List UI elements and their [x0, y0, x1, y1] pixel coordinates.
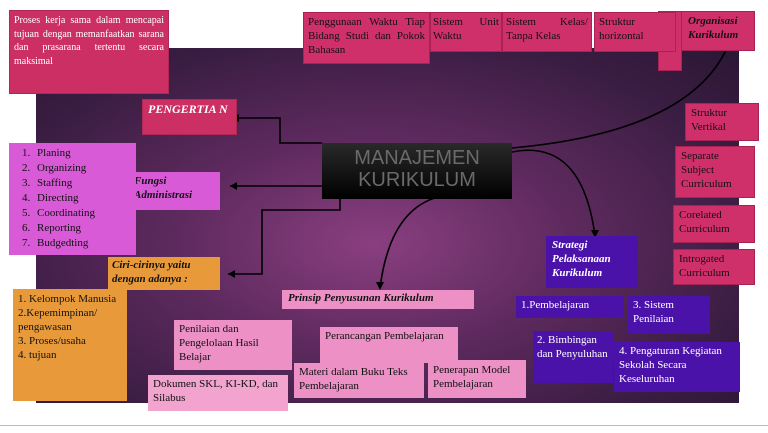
pengertian-definition: Proses kerja sama dalam mencapai tujuan …	[9, 10, 169, 94]
organisasi-item-penggunaan: Penggunaan Waktu Tiap Bidang Studi dan P…	[303, 12, 430, 64]
fungsi-item: Staffing	[33, 176, 134, 191]
fungsi-item: Reporting	[33, 221, 134, 236]
center-title-line1: MANAJEMEN	[354, 147, 480, 169]
fungsi-label-text: Fungsi Administrasi	[134, 175, 193, 201]
organisasi-item-horizontal: Struktur horizontal	[594, 12, 676, 52]
ciri-item: 3. Proses/usaha	[18, 335, 86, 347]
organisasi-item-kelas: Sistem Kelas/ Tanpa Kelas	[502, 12, 592, 52]
strategi-item-pembelajaran: 1.Pembelajaran	[516, 296, 624, 318]
fungsi-list: Planing Organizing Staffing Directing Co…	[9, 143, 136, 255]
pengertian-label: PENGERTIA N	[142, 99, 237, 135]
connector-organisasi	[511, 45, 729, 149]
organisasi-label: Organisasi Kurikulum	[681, 11, 755, 51]
organisasi-item-separate: Separate Subject Curriculum	[675, 146, 755, 198]
prinsip-item-penerapan: Penerapan Model Pembelajaran	[428, 360, 526, 398]
page-bottom-rule	[0, 425, 768, 426]
connector-strategi	[511, 149, 596, 237]
connector-prinsip	[379, 196, 439, 289]
organisasi-item-corelated: Corelated Curriculum	[673, 205, 755, 243]
ciri-item: 1. Kelompok Manusia	[18, 293, 117, 305]
prinsip-item-materi: Materi dalam Buku Teks Pembelajaran	[294, 363, 424, 398]
prinsip-item-perancangan: Perancangan Pembelajaran	[320, 327, 458, 363]
ciri-item: 2.Kepemimpinan/ pengawasan	[18, 307, 98, 333]
prinsip-item-penilaian: Penilaian dan Pengelolaan Hasil Belajar	[174, 320, 292, 370]
fungsi-items: Planing Organizing Staffing Directing Co…	[11, 146, 134, 251]
ciri-item: 4. tujuan	[18, 349, 57, 361]
center-node: MANAJEMEN KURIKULUM	[322, 143, 512, 199]
organisasi-item-introgated: Introgated Curriculum	[673, 249, 755, 285]
fungsi-item: Coordinating	[33, 206, 134, 221]
organisasi-item-unit-waktu: Sistem Unit Waktu	[430, 12, 502, 52]
fungsi-item: Budgedting	[33, 236, 134, 251]
fungsi-item: Planing	[33, 146, 134, 161]
fungsi-item: Directing	[33, 191, 134, 206]
organisasi-item-vertikal: Struktur Vertikal	[685, 103, 759, 141]
strategi-item-penilaian: 3. Sistem Penilaian	[628, 296, 710, 334]
connector-ciri	[228, 198, 341, 275]
strategi-item-bimbingan: 2. Bimbingan dan Penyuluhan	[533, 331, 613, 383]
ciri-list: 1. Kelompok Manusia 2.Kepemimpinan/ peng…	[13, 289, 127, 401]
ciri-label: Ciri-cirinya yaitu dengan adanya :	[108, 257, 220, 290]
connector-pengertian	[232, 117, 322, 144]
center-title-line2: KURIKULUM	[358, 169, 476, 191]
fungsi-item: Organizing	[33, 161, 134, 176]
prinsip-item-dokumen: Dokumen SKL, KI-KD, dan Silabus	[148, 375, 288, 411]
strategi-label: Strategi Pelaksanaan Kurikulum	[546, 236, 638, 288]
strategi-item-pengaturan: 4. Pengaturan Kegiatan Sekolah Secara Ke…	[614, 342, 740, 392]
prinsip-label: Prinsip Penyusunan Kurikulum	[282, 290, 474, 309]
